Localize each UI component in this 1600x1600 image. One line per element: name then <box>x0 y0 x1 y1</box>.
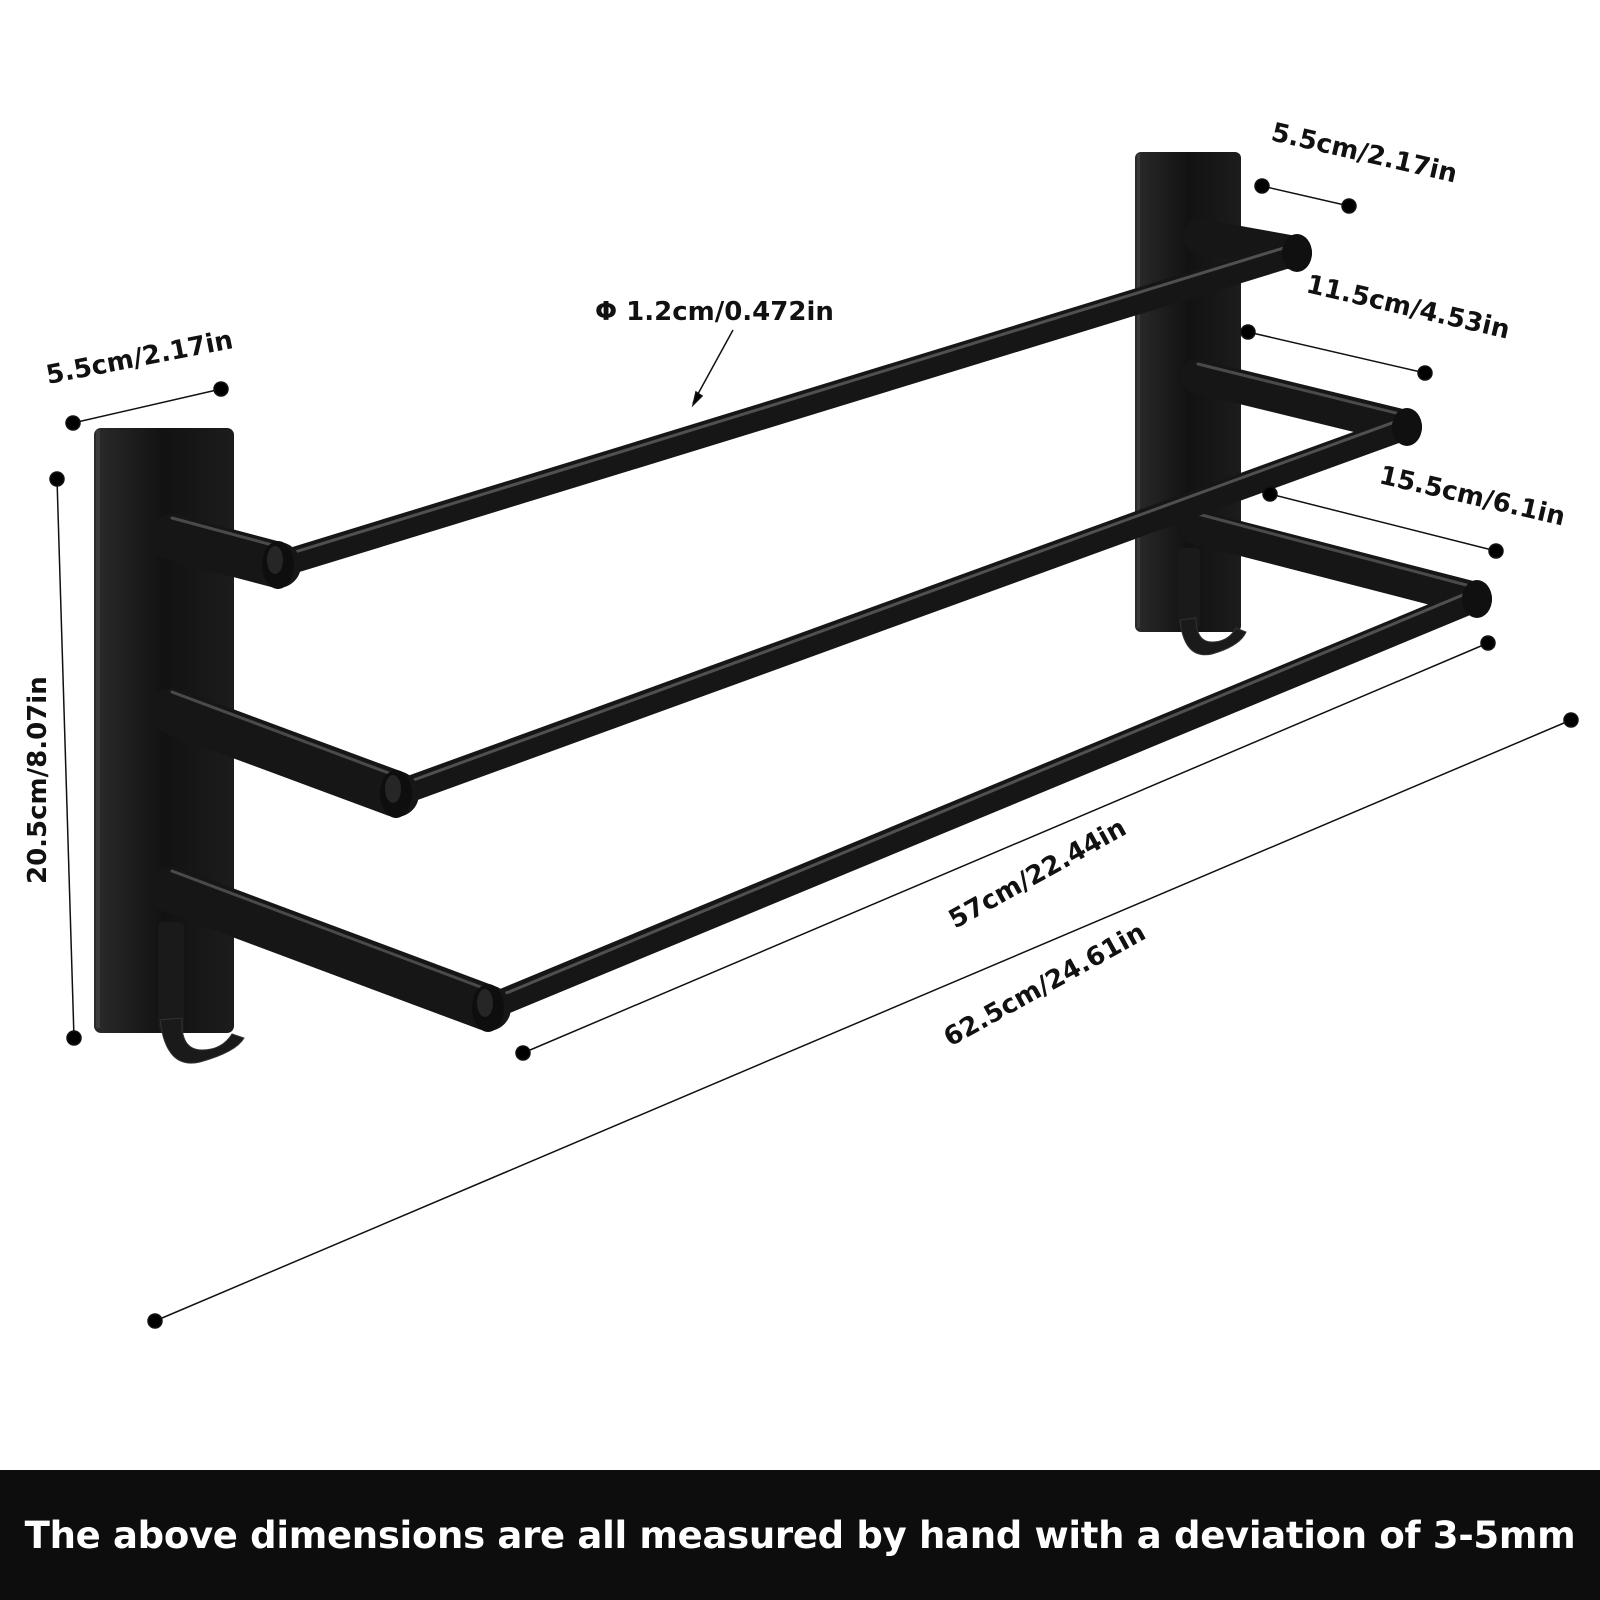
label-bottom-depth: 15.5cm/6.1in <box>1376 461 1568 533</box>
right-end-caps <box>1282 234 1492 618</box>
rails <box>265 240 1488 1021</box>
label-mid-depth: 11.5cm/4.53in <box>1303 270 1512 346</box>
label-plate-width-right: 5.5cm/2.17in <box>1268 118 1460 190</box>
label-tube-diameter: Φ 1.2cm/0.472in <box>595 297 834 327</box>
label-total-length: 62.5cm/24.61in <box>939 917 1151 1053</box>
left-standoffs <box>149 514 511 1031</box>
right-hook <box>1178 548 1247 656</box>
dimension-lines <box>49 178 1579 1329</box>
label-height: 20.5cm/8.07in <box>23 676 53 884</box>
left-hook <box>158 922 245 1064</box>
label-plate-width-left: 5.5cm/2.17in <box>44 325 236 391</box>
label-bar-length: 57cm/22.44in <box>944 813 1132 935</box>
footer-banner: The above dimensions are all measured by… <box>0 1470 1600 1600</box>
towel-rack-diagram: 5.5cm/2.17in Φ 1.2cm/0.472in 5.5cm/2.17i… <box>23 118 1579 1329</box>
footer-note: The above dimensions are all measured by… <box>24 1513 1576 1557</box>
left-end-caps <box>262 541 504 1032</box>
